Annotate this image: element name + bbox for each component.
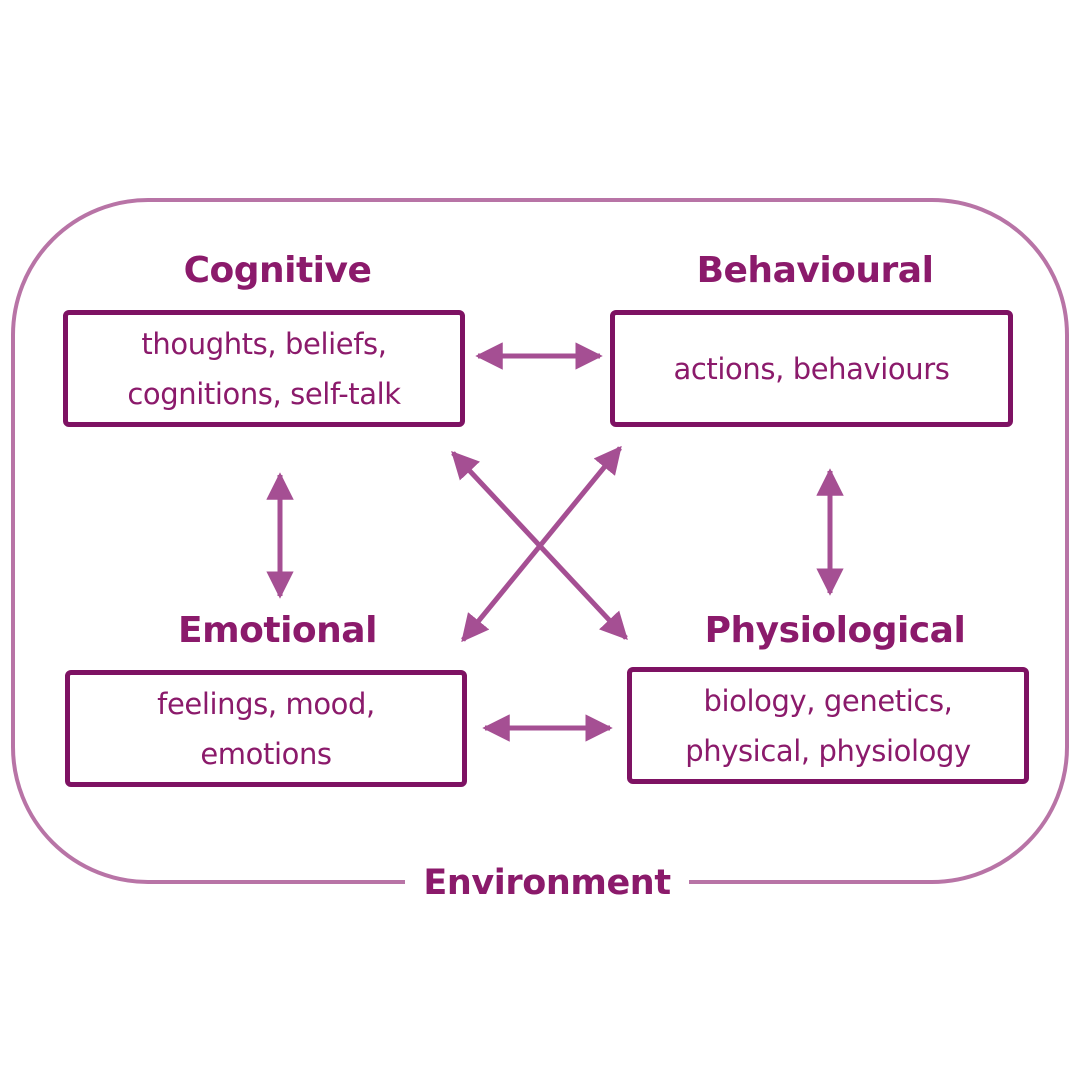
emotional-box: feelings, mood, emotions — [65, 670, 467, 787]
cognitive-description: thoughts, beliefs, cognitions, self-talk — [127, 319, 401, 419]
physiological-description: biology, genetics, physical, physiology — [685, 676, 971, 776]
behavioural-box: actions, behaviours — [610, 310, 1013, 427]
behavioural-description: actions, behaviours — [674, 344, 950, 394]
cognitive-line-1: thoughts, beliefs, — [141, 326, 387, 361]
physiological-line-2: physical, physiology — [685, 733, 971, 768]
emotional-description: feelings, mood, emotions — [157, 679, 375, 779]
physiological-box: biology, genetics, physical, physiology — [627, 667, 1029, 784]
emotional-heading: Emotional — [178, 610, 377, 651]
emotional-line-2: emotions — [200, 736, 332, 771]
physiological-heading: Physiological — [704, 610, 966, 651]
physiological-line-1: biology, genetics, — [703, 683, 953, 718]
environment-label: Environment — [405, 858, 689, 908]
cognitive-box: thoughts, beliefs, cognitions, self-talk — [63, 310, 465, 427]
arrow-behavioural-emotional — [461, 445, 622, 643]
behavioural-heading: Behavioural — [696, 250, 934, 291]
cognitive-heading: Cognitive — [183, 250, 372, 291]
emotional-line-1: feelings, mood, — [157, 686, 375, 721]
cognitive-line-2: cognitions, self-talk — [127, 376, 401, 411]
behavioural-line-1: actions, behaviours — [673, 351, 950, 386]
